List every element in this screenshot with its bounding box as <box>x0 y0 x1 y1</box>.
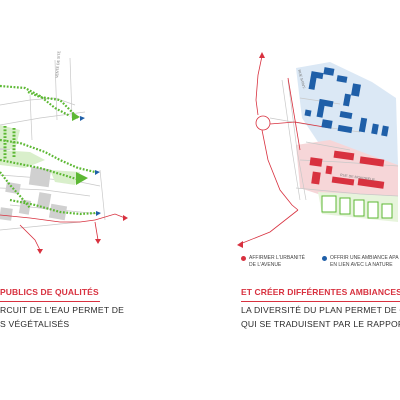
building-block <box>28 166 52 188</box>
right-site-plan: RUE SAINT- RUE DE MONTREUIL <box>237 52 399 248</box>
building-block <box>371 123 379 135</box>
left-blue-arrows <box>80 116 101 216</box>
legend-dot-blue <box>322 256 327 261</box>
legend-line: DE L'AVENUE <box>249 261 282 268</box>
left-red-circulation <box>0 213 126 251</box>
right-road-label-bottom: RUE DE MONTREUIL <box>340 173 376 182</box>
left-green-arrows <box>72 112 88 185</box>
building-block <box>316 98 334 118</box>
building-block <box>358 117 368 133</box>
right-divider <box>241 301 400 302</box>
green-arrow <box>72 112 80 121</box>
building-block <box>323 67 335 76</box>
red-arrow <box>95 239 101 244</box>
legend-item-nature: OFFRIR UNE AMBIANCE APA EN LIEN AVEC LA … <box>330 255 399 268</box>
left-road-label: VENTE DE SITE <box>55 50 61 78</box>
left-body-line: RCUIT DE L'EAU PERMET DE <box>0 305 125 315</box>
building-block <box>359 156 385 167</box>
green-arrow <box>76 172 88 185</box>
blue-arrow <box>95 170 100 175</box>
right-body-text: LA DIVERSITÉ DU PLAN PERMET DE CRÉ QUI S… <box>241 303 400 331</box>
building-block <box>339 197 351 215</box>
left-red-arrow-heads <box>37 215 128 254</box>
left-heading: PUBLICS DE QUALITÉS <box>0 287 99 297</box>
building-block <box>309 157 323 167</box>
legend-item-urbanite: AFFIRMER L'URBANITÉ DE L'AVENUE <box>249 255 305 268</box>
building-block <box>311 171 321 185</box>
red-arrow <box>123 215 128 221</box>
building-block <box>333 150 355 161</box>
right-road-label-top: RUE SAINT- <box>297 69 306 90</box>
blue-arrow <box>96 211 101 216</box>
legend-line: AFFIRMER L'URBANITÉ <box>249 255 305 261</box>
left-site-plan: VENTE DE SITE <box>0 50 128 254</box>
building-block <box>321 119 333 129</box>
building-block <box>331 176 355 186</box>
building-block <box>337 124 353 134</box>
blue-arrow <box>80 116 85 121</box>
building-block <box>351 83 361 97</box>
legend-line: EN LIEN AVEC LA NATURE <box>330 261 393 268</box>
right-green-buildings <box>321 195 393 219</box>
red-arrow <box>259 52 265 58</box>
right-red-arrow-heads <box>237 52 265 248</box>
right-heading: ET CRÉER DIFFÉRENTES AMBIANCES <box>241 287 400 297</box>
building-block <box>321 195 337 213</box>
building-block <box>304 109 312 117</box>
left-body-text: RCUIT DE L'EAU PERMET DE S VÉGÉTALISÉS <box>0 303 124 331</box>
building-block <box>367 201 379 219</box>
building-block <box>48 203 68 221</box>
left-divider <box>0 301 100 302</box>
right-body-line: LA DIVERSITÉ DU PLAN PERMET DE CRÉ <box>241 305 400 315</box>
right-blue-buildings <box>304 67 389 137</box>
building-block <box>325 165 333 175</box>
green-zone <box>0 150 45 168</box>
building-block <box>339 111 353 119</box>
building-block <box>308 71 324 90</box>
building-block <box>381 203 393 219</box>
building-block <box>357 178 385 189</box>
right-red-buildings <box>309 150 385 189</box>
green-zone <box>0 125 20 150</box>
building-block <box>336 75 348 83</box>
building-block <box>0 207 13 221</box>
right-red-circulation <box>239 55 331 245</box>
legend-dot-red <box>241 256 246 261</box>
red-arrow <box>37 249 43 254</box>
red-arrow <box>237 241 243 248</box>
legend-line: OFFRIR UNE AMBIANCE APA <box>330 255 399 261</box>
building-block <box>343 93 351 107</box>
right-body-line: QUI SE TRADUISENT PAR LE RAPPORT A <box>241 319 400 329</box>
left-water-circuit <box>0 84 97 216</box>
building-block <box>381 125 389 137</box>
left-body-line: S VÉGÉTALISÉS <box>0 319 70 329</box>
building-block <box>353 199 365 217</box>
